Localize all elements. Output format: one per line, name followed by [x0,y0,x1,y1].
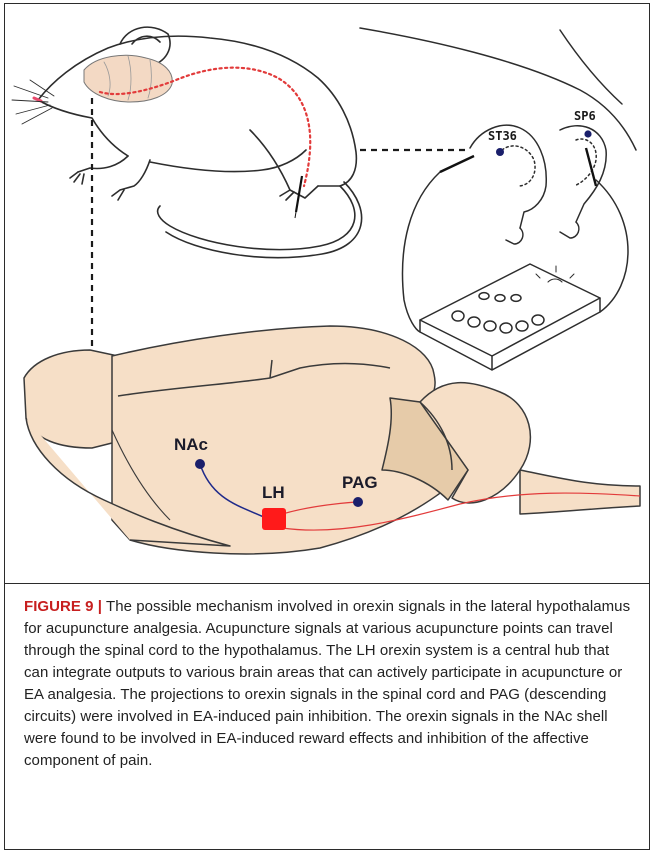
sp6-label: SP6 [574,109,596,123]
pag-node [353,497,363,507]
nac-label: NAc [174,435,208,454]
figure-caption: FIGURE 9 | The possible mechanism involv… [24,596,636,772]
caption-text: The possible mechanism involved in orexi… [24,598,630,769]
sp6-point [584,130,591,137]
nac-node [195,459,205,469]
figure-number: FIGURE 9 | [24,598,102,615]
pag-label: PAG [342,473,378,492]
st36-label: ST36 [488,129,517,143]
st36-point [496,148,504,156]
lh-marker [262,508,286,530]
lh-label: LH [262,483,285,502]
figure-illustration: ST36 SP6 NAc LH PAG [0,0,656,585]
caption-divider [4,583,650,584]
